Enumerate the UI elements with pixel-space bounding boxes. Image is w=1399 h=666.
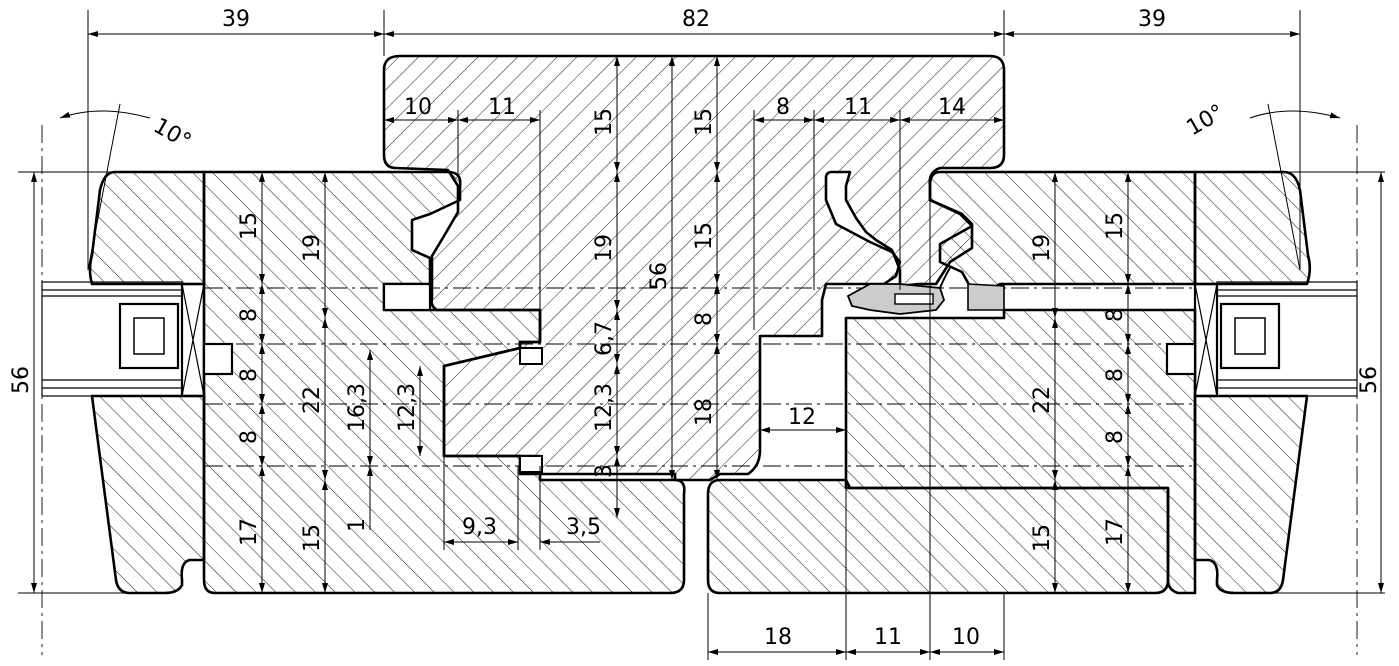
dim-right-b: 8 [1103, 308, 1128, 322]
dimension-labels: 39 82 39 10° 10° 56 56 10 11 8 11 14 15 … [9, 7, 1382, 650]
right-bead-bottom [1193, 394, 1309, 595]
right-glazing [1193, 281, 1358, 398]
left-bead-bottom [90, 394, 206, 595]
dim-right-d: 8 [1103, 430, 1128, 444]
dim-mid-d: 18 [692, 398, 717, 426]
dim-right-inner-b: 22 [1030, 386, 1055, 414]
dim-left-detail-c: 1 [345, 518, 370, 532]
dim-bottom-a: 18 [764, 625, 792, 650]
dim-height-right: 56 [1357, 366, 1382, 394]
dim-sash-e: 14 [938, 95, 966, 120]
dim-center-overall: 56 [647, 262, 672, 290]
left-glazing [41, 281, 206, 398]
dim-top-left: 39 [222, 7, 250, 32]
dim-sash-c: 8 [776, 95, 790, 120]
dim-left-detail-b: 12,3 [395, 383, 420, 432]
dim-left-inner-a: 19 [300, 234, 325, 262]
right-sash-top [928, 170, 1197, 292]
dim-left-a: 15 [237, 212, 262, 240]
dim-center-b: 19 [592, 234, 617, 262]
dim-center-c: 6,7 [592, 321, 617, 356]
dim-center-d: 12,3 [592, 383, 617, 432]
left-bead-top [88, 170, 206, 286]
right-bottom-profile [706, 478, 1170, 595]
dim-right-inner-a: 19 [1030, 234, 1055, 262]
angle-left: 10° [149, 114, 195, 155]
dim-left-b: 8 [237, 308, 262, 322]
dim-right-c: 8 [1103, 368, 1128, 382]
dim-bottom-left-a: 9,3 [462, 515, 497, 540]
dim-right-e: 17 [1103, 518, 1128, 546]
dim-sash-a: 10 [404, 95, 432, 120]
dim-top-right: 39 [1138, 7, 1166, 32]
angle-right: 10° [1183, 100, 1229, 141]
dim-height-left: 56 [9, 366, 34, 394]
dim-mid-b: 15 [692, 222, 717, 250]
dim-left-inner-c: 15 [300, 524, 325, 552]
dim-left-d: 8 [237, 430, 262, 444]
dim-mid-a: 15 [692, 108, 717, 136]
dim-top-center: 82 [682, 7, 710, 32]
dim-sash-d: 11 [844, 95, 872, 120]
dim-sash-b: 11 [488, 95, 516, 120]
dim-left-c: 8 [237, 368, 262, 382]
dim-bottom-c: 10 [952, 625, 980, 650]
dim-left-e: 17 [237, 518, 262, 546]
dim-right-inner-c: 15 [1030, 524, 1055, 552]
dim-mid-c: 8 [692, 312, 717, 326]
dim-center-a: 15 [592, 108, 617, 136]
dim-center-e: 3 [592, 464, 617, 478]
dimension-lines [18, 10, 1385, 660]
center-mullion [382, 54, 1006, 482]
dim-bottom-b: 11 [874, 625, 902, 650]
dim-right-a: 15 [1103, 212, 1128, 240]
seal-details [202, 267, 1197, 473]
dim-left-detail-a: 16,3 [345, 383, 370, 432]
dim-left-inner-b: 22 [300, 386, 325, 414]
right-bead-top [1193, 170, 1312, 286]
dim-gap: 12 [788, 405, 816, 430]
dim-bottom-left-b: 3,5 [566, 515, 601, 540]
